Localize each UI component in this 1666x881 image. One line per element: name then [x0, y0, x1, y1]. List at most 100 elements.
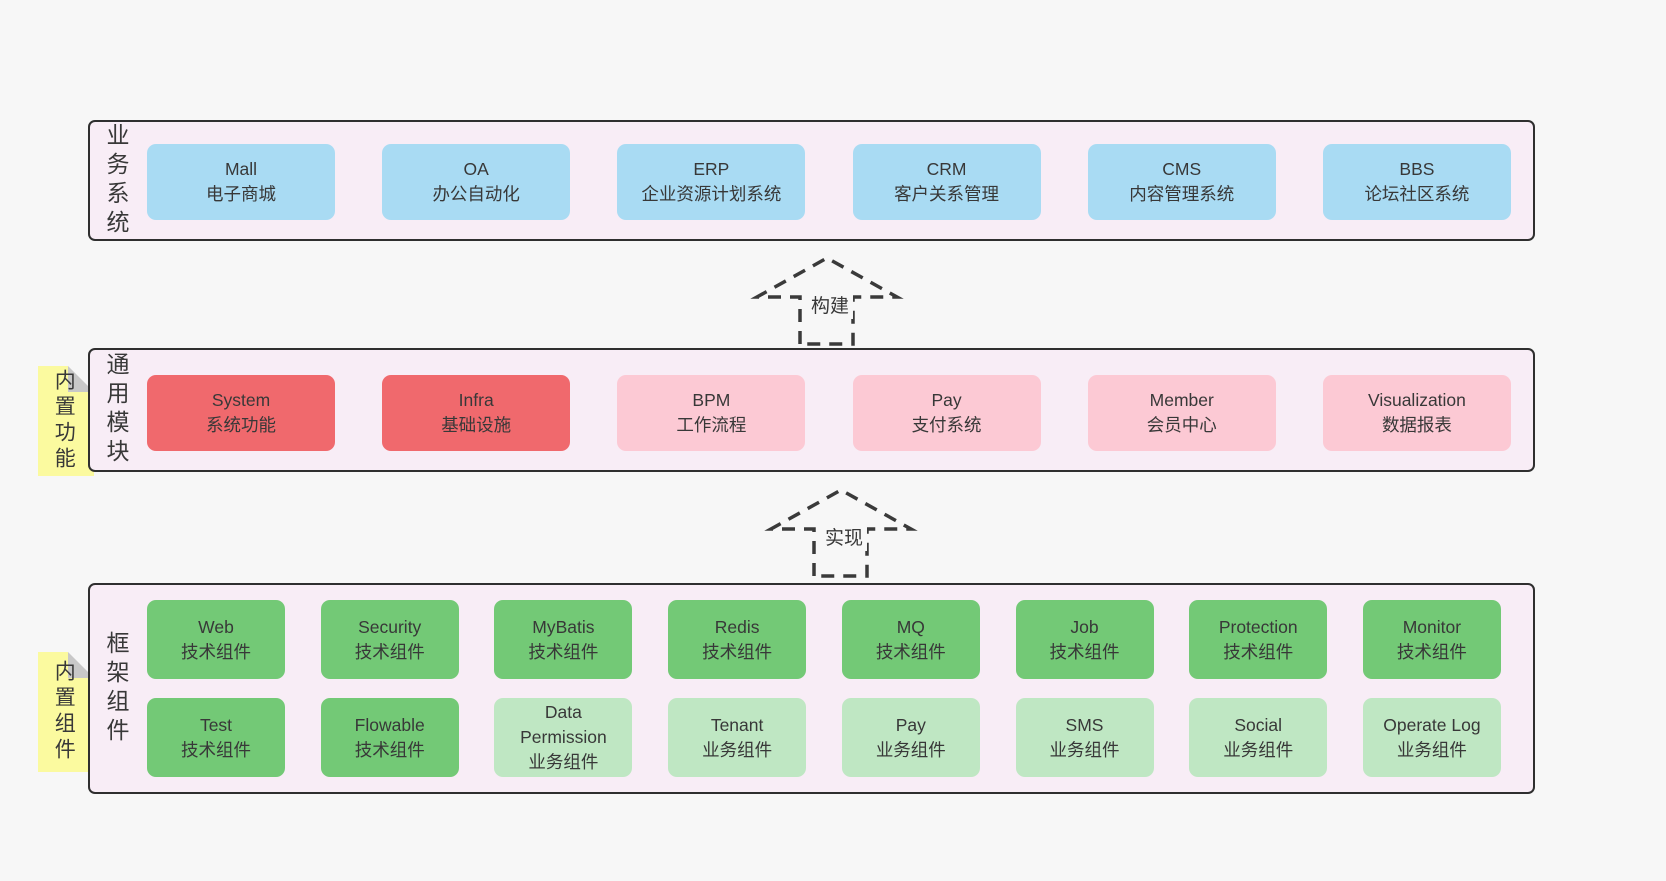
module-subtitle: 技术组件 — [702, 641, 773, 662]
band-label-framework-components: 框架组件 — [103, 630, 129, 747]
module-box-member: Member 会员中心 — [1087, 375, 1276, 451]
module-title: CMS — [1162, 159, 1202, 179]
module-box-mybatis: MyBatis 技术组件 — [494, 600, 633, 679]
module-subtitle: 系统功能 — [206, 415, 276, 435]
module-box-operate-log: Operate Log 业务组件 — [1362, 698, 1501, 777]
arrow-build: 构建 — [750, 252, 910, 347]
module-box-erp: ERP 企业资源计划系统 — [617, 144, 806, 220]
module-title: Job — [1070, 616, 1099, 637]
module-box-sms: SMS 业务组件 — [1015, 698, 1154, 777]
tab-builtin-features: 内置功能 — [38, 366, 94, 476]
module-subtitle: 会员中心 — [1146, 415, 1217, 435]
module-subtitle: 业务组件 — [1396, 739, 1467, 760]
module-subtitle: 技术组件 — [1049, 641, 1120, 662]
module-title: Redis — [714, 616, 760, 637]
module-box-system: System 系统功能 — [147, 375, 335, 451]
module-title: Pay — [931, 390, 962, 410]
module-subtitle: 客户关系管理 — [894, 184, 1000, 204]
module-title: SMS — [1065, 714, 1104, 735]
module-subtitle: 业务组件 — [875, 739, 946, 760]
module-box-mall: Mall 电子商城 — [147, 144, 335, 220]
module-box-data-permission: Data Permission 业务组件 — [494, 698, 633, 777]
module-subtitle: 技术组件 — [354, 641, 425, 662]
tab-builtin-features-label: 内置功能 — [52, 369, 76, 473]
module-subtitle: 技术组件 — [528, 641, 599, 662]
module-subtitle: 技术组件 — [1396, 641, 1467, 662]
module-box-redis: Redis 技术组件 — [668, 600, 807, 679]
arrow-up-dashed-icon — [750, 255, 904, 346]
box-row: Test 技术组件 Flowable 技术组件 Data Permission 业务组件 T… — [147, 698, 1501, 777]
module-title: Web — [198, 616, 234, 637]
module-subtitle: 电子商城 — [206, 184, 276, 204]
module-box-cms: CMS 内容管理系统 — [1087, 144, 1276, 220]
module-box-bbs: BBS 论坛社区系统 — [1322, 144, 1511, 220]
module-subtitle: 企业资源计划系统 — [641, 184, 782, 204]
module-box-crm: CRM 客户关系管理 — [852, 144, 1041, 220]
module-box-test: Test 技术组件 — [147, 698, 285, 777]
module-title: MQ — [896, 616, 925, 637]
module-title: Visualization — [1367, 390, 1466, 410]
module-title: MyBatis — [532, 616, 595, 637]
arrow-implement: 实现 — [764, 484, 924, 579]
module-box-security: Security 技术组件 — [320, 600, 459, 679]
module-box-flowable: Flowable 技术组件 — [320, 698, 459, 777]
module-title: Member — [1149, 390, 1214, 410]
module-title: System — [211, 390, 271, 410]
module-title: Operate Log — [1383, 714, 1481, 735]
arrow-build-label: 构建 — [806, 290, 854, 319]
module-title: Security — [358, 616, 422, 637]
module-subtitle: 业务组件 — [528, 752, 599, 772]
module-subtitle: 技术组件 — [354, 739, 425, 760]
arrow-implement-label: 实现 — [820, 522, 868, 551]
module-title: ERP — [693, 159, 730, 179]
module-box-pay: Pay 业务组件 — [841, 698, 980, 777]
module-subtitle: 技术组件 — [1223, 641, 1294, 662]
module-subtitle: 工作流程 — [676, 415, 747, 435]
module-title: BBS — [1399, 159, 1435, 179]
module-title: Test — [199, 714, 233, 735]
module-subtitle: 内容管理系统 — [1129, 184, 1235, 204]
module-subtitle: 业务组件 — [1223, 739, 1294, 760]
module-title: Flowable — [354, 714, 425, 735]
module-title: Tenant — [710, 714, 764, 735]
module-subtitle: 业务组件 — [1049, 739, 1120, 760]
module-subtitle: 支付系统 — [911, 415, 982, 435]
module-title: Social — [1234, 714, 1283, 735]
module-box-web: Web 技术组件 — [147, 600, 285, 679]
module-box-protection: Protection 技术组件 — [1189, 600, 1328, 679]
module-title: Data Permission — [520, 702, 607, 747]
module-subtitle: 技术组件 — [181, 641, 251, 662]
module-subtitle: 技术组件 — [875, 641, 946, 662]
module-title: Pay — [895, 714, 926, 735]
module-box-social: Social 业务组件 — [1189, 698, 1328, 777]
band-label-common-modules: 通用模块 — [103, 352, 129, 468]
tab-builtin-components: 内置组件 — [38, 652, 94, 772]
module-subtitle: 技术组件 — [181, 739, 251, 760]
module-box-monitor: Monitor 技术组件 — [1362, 600, 1501, 679]
arrow-up-dashed-icon — [764, 487, 918, 578]
module-subtitle: 数据报表 — [1381, 415, 1452, 435]
module-title: Monitor — [1402, 616, 1462, 637]
band-label-business-systems: 业务系统 — [103, 122, 129, 239]
module-subtitle: 基础设施 — [441, 415, 512, 435]
module-box-pay: Pay 支付系统 — [852, 375, 1041, 451]
module-box-bpm: BPM 工作流程 — [617, 375, 806, 451]
module-box-mq: MQ 技术组件 — [841, 600, 980, 679]
module-box-visualization: Visualization 数据报表 — [1322, 375, 1511, 451]
module-title: CRM — [926, 159, 967, 179]
module-title: BPM — [692, 390, 731, 410]
module-box-job: Job 技术组件 — [1015, 600, 1154, 679]
module-title: OA — [463, 159, 489, 179]
module-title: Protection — [1218, 616, 1298, 637]
module-title: Mall — [224, 159, 258, 179]
module-subtitle: 论坛社区系统 — [1364, 184, 1470, 204]
tab-builtin-components-label: 内置组件 — [52, 660, 76, 764]
